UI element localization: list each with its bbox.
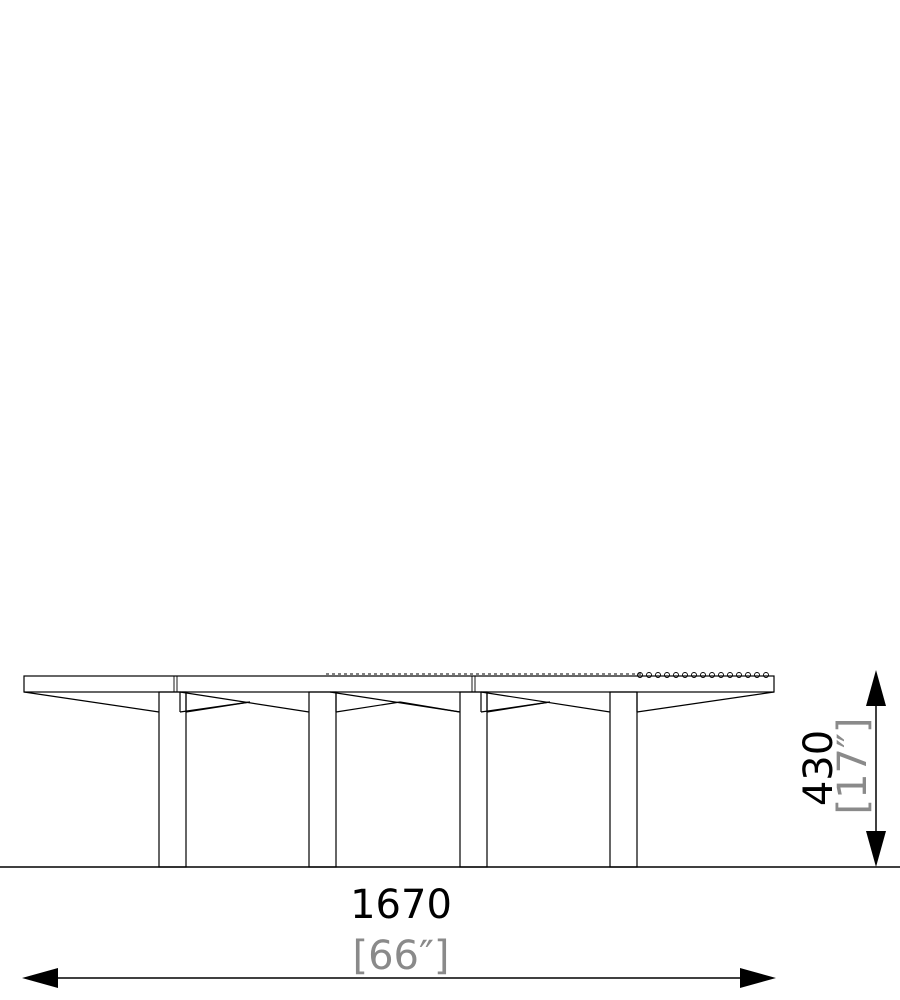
seat-slat-end — [655, 672, 661, 678]
arrow-down-icon — [866, 831, 886, 867]
seat-slat-end — [637, 672, 643, 678]
seat-slat-end — [664, 672, 670, 678]
length-secondary-label: [66″] — [352, 933, 449, 979]
bench-leg — [179, 691, 401, 868]
bench-seat — [23, 672, 775, 693]
seat-slat-end — [682, 672, 688, 678]
arrow-right-icon — [740, 968, 776, 988]
height-secondary-label: [17″] — [830, 717, 876, 814]
seat-slat-end — [754, 672, 760, 678]
seat-slat-end — [673, 672, 679, 678]
seat-slat-end — [700, 672, 706, 678]
seat-slat-end — [745, 672, 751, 678]
seat-slat-end — [718, 672, 724, 678]
bench-leg — [23, 691, 251, 868]
length-primary-label: 1670 — [350, 882, 452, 928]
length-dimension: 1670 [66″] — [22, 882, 776, 988]
seat-slat-end — [736, 672, 742, 678]
arrow-left-icon — [22, 968, 58, 988]
bench-leg — [480, 691, 775, 868]
seat-slat-ends — [326, 672, 769, 678]
arrow-up-icon — [866, 670, 886, 706]
seat-slat-end — [709, 672, 715, 678]
seat-slat-end — [691, 672, 697, 678]
bench-supports — [23, 691, 775, 868]
seat-slat-end — [646, 672, 652, 678]
bench-leg — [329, 691, 551, 868]
seat-slat-end — [727, 672, 733, 678]
height-primary-label: 430 — [796, 730, 842, 806]
seat-slat-end — [763, 672, 769, 678]
height-dimension: 430 [17″] — [796, 670, 886, 867]
